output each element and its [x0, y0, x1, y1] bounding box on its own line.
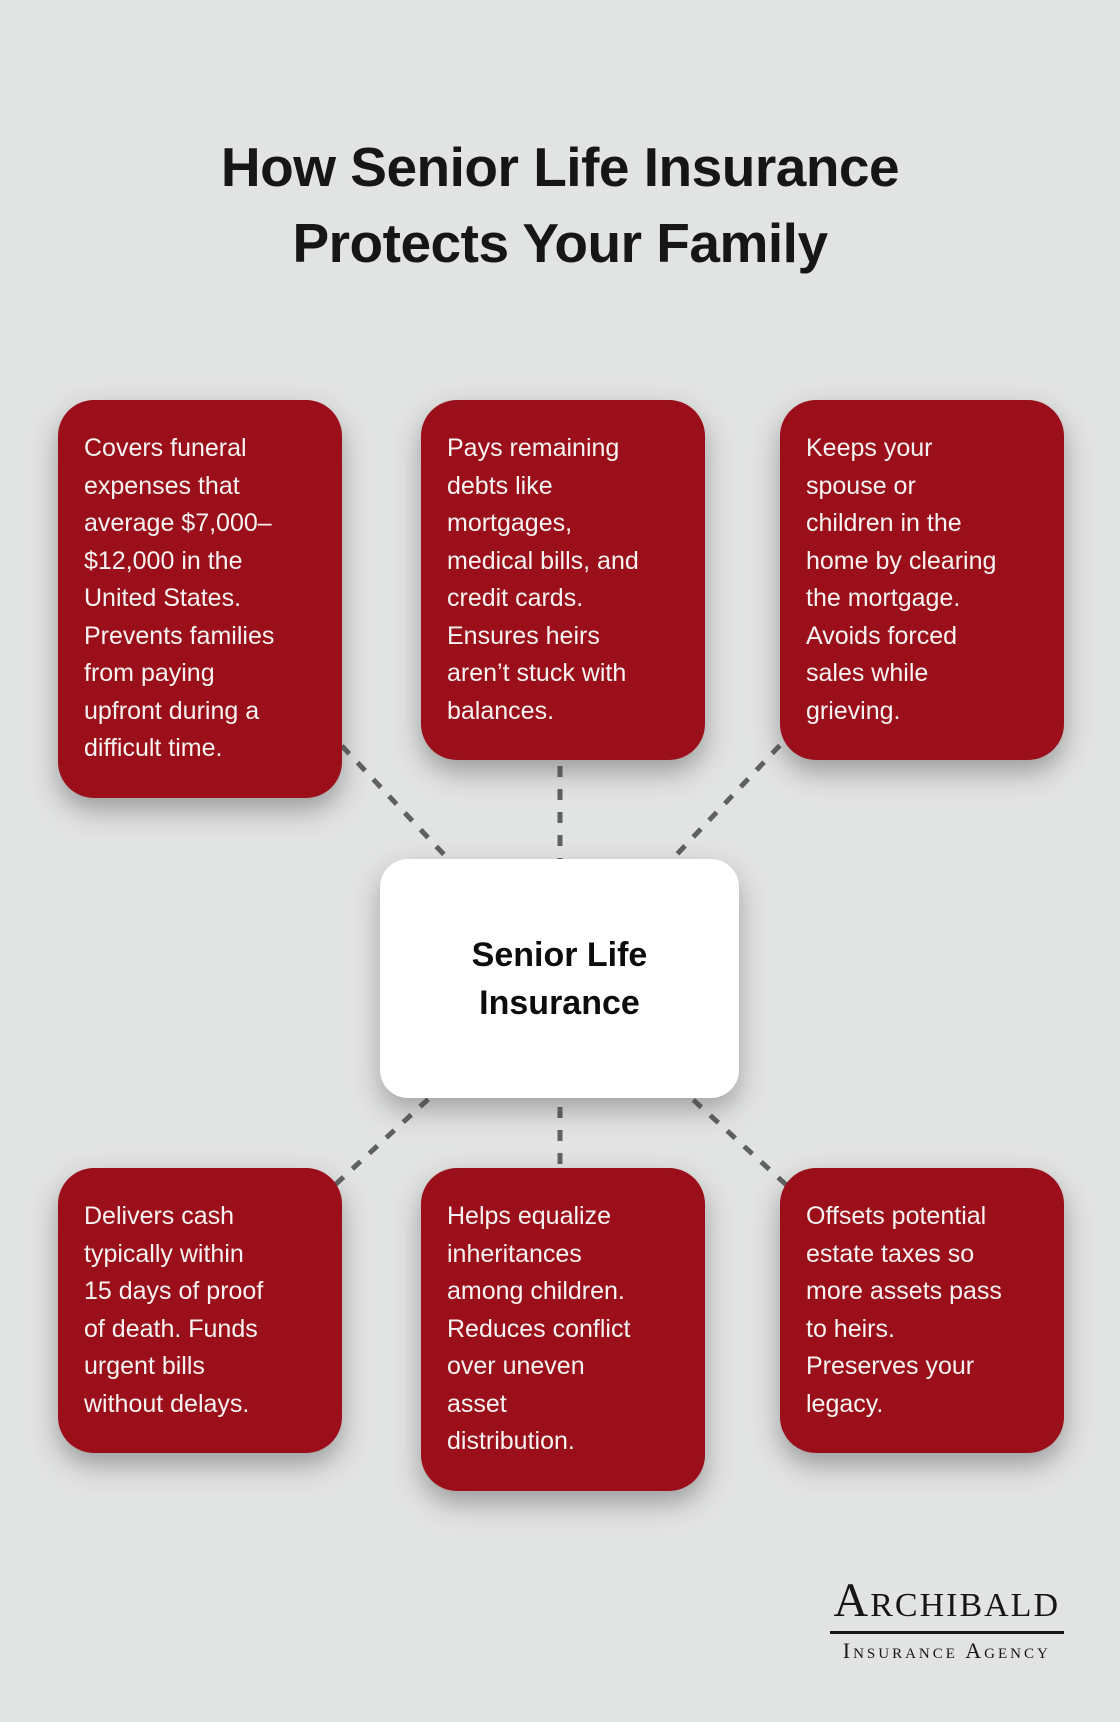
- benefit-box-equal-inheritance: Helps equalize inheritances among childr…: [421, 1168, 705, 1491]
- benefit-box-funeral-expenses: Covers funeral expenses that average $7,…: [58, 400, 342, 798]
- benefit-text: Covers funeral expenses that average $7,…: [84, 434, 275, 762]
- benefit-text: Offsets potential estate taxes so more a…: [806, 1202, 1002, 1418]
- benefit-text: Delivers cash typically within 15 days o…: [84, 1202, 264, 1418]
- company-logo: Archibald Insurance Agency: [829, 1575, 1064, 1664]
- benefit-box-fast-cash: Delivers cash typically within 15 days o…: [58, 1168, 342, 1453]
- logo-tagline-text: Insurance Agency: [842, 1638, 1051, 1664]
- central-node-label: Senior Life Insurance: [471, 935, 648, 1022]
- benefit-text: Helps equalize inheritances among childr…: [447, 1202, 631, 1455]
- benefit-text: Keeps your spouse or children in the hom…: [806, 434, 997, 725]
- benefit-box-keep-home: Keeps your spouse or children in the hom…: [780, 400, 1064, 760]
- page-title: How Senior Life Insurance Protects Your …: [220, 135, 900, 274]
- benefit-box-estate-taxes: Offsets potential estate taxes so more a…: [780, 1168, 1064, 1453]
- benefit-text: Pays remaining debts like mortgages, med…: [447, 434, 639, 725]
- benefit-box-remaining-debts: Pays remaining debts like mortgages, med…: [421, 400, 705, 760]
- logo-name-text: Archibald: [829, 1575, 1064, 1635]
- central-node: Senior Life Insurance: [380, 859, 739, 1098]
